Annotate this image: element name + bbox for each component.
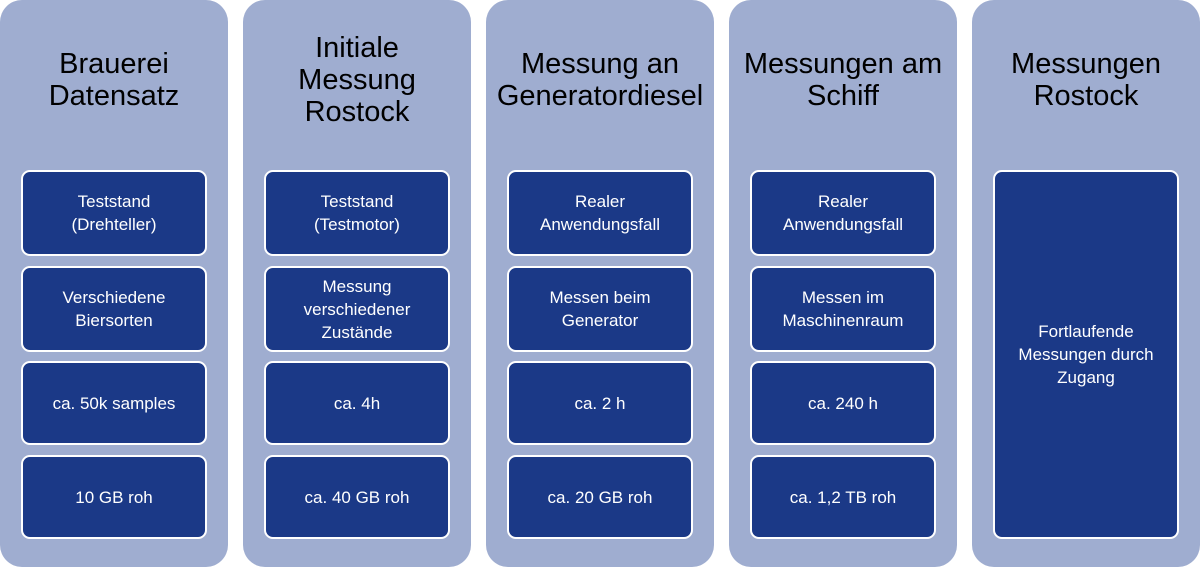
- column-title: Brauerei Datensatz: [48, 48, 180, 112]
- card-duration: ca. 240 h: [750, 361, 936, 445]
- column-title: Initiale Messung Rostock: [298, 32, 416, 128]
- card-description: Messen beim Generator: [507, 266, 693, 352]
- card-amount: ca. 50k samples: [21, 361, 207, 445]
- column-title: Messungen Rostock: [1011, 48, 1161, 112]
- column-title: Messungen am Schiff: [743, 48, 943, 112]
- card-use-case: Realer Anwendungsfall: [750, 170, 936, 256]
- card-data-size: ca. 40 GB roh: [264, 455, 450, 539]
- card-use-case: Realer Anwendungsfall: [507, 170, 693, 256]
- card-data-size: ca. 20 GB roh: [507, 455, 693, 539]
- card-duration: ca. 2 h: [507, 361, 693, 445]
- card-description: Messen im Maschinenraum: [750, 266, 936, 352]
- column-initiale-messung-rostock: Initiale Messung Rostock Teststand (Test…: [243, 0, 471, 567]
- card-description: Verschiedene Biersorten: [21, 266, 207, 352]
- column-brauerei-datensatz: Brauerei Datensatz Teststand (Drehteller…: [0, 0, 228, 567]
- card-teststand: Teststand (Drehteller): [21, 170, 207, 256]
- card-data-size: 10 GB roh: [21, 455, 207, 539]
- column-title: Messung an Generatordiesel: [496, 48, 704, 112]
- card-continuous-measurement: Fortlaufende Messungen durch Zugang: [993, 170, 1179, 539]
- card-duration: ca. 4h: [264, 361, 450, 445]
- column-messungen-rostock: Messungen Rostock Fortlaufende Messungen…: [972, 0, 1200, 567]
- column-messung-generatordiesel: Messung an Generatordiesel Realer Anwend…: [486, 0, 714, 567]
- column-messungen-am-schiff: Messungen am Schiff Realer Anwendungsfal…: [729, 0, 957, 567]
- card-description: Messung verschiedener Zustände: [264, 266, 450, 352]
- card-teststand: Teststand (Testmotor): [264, 170, 450, 256]
- card-data-size: ca. 1,2 TB roh: [750, 455, 936, 539]
